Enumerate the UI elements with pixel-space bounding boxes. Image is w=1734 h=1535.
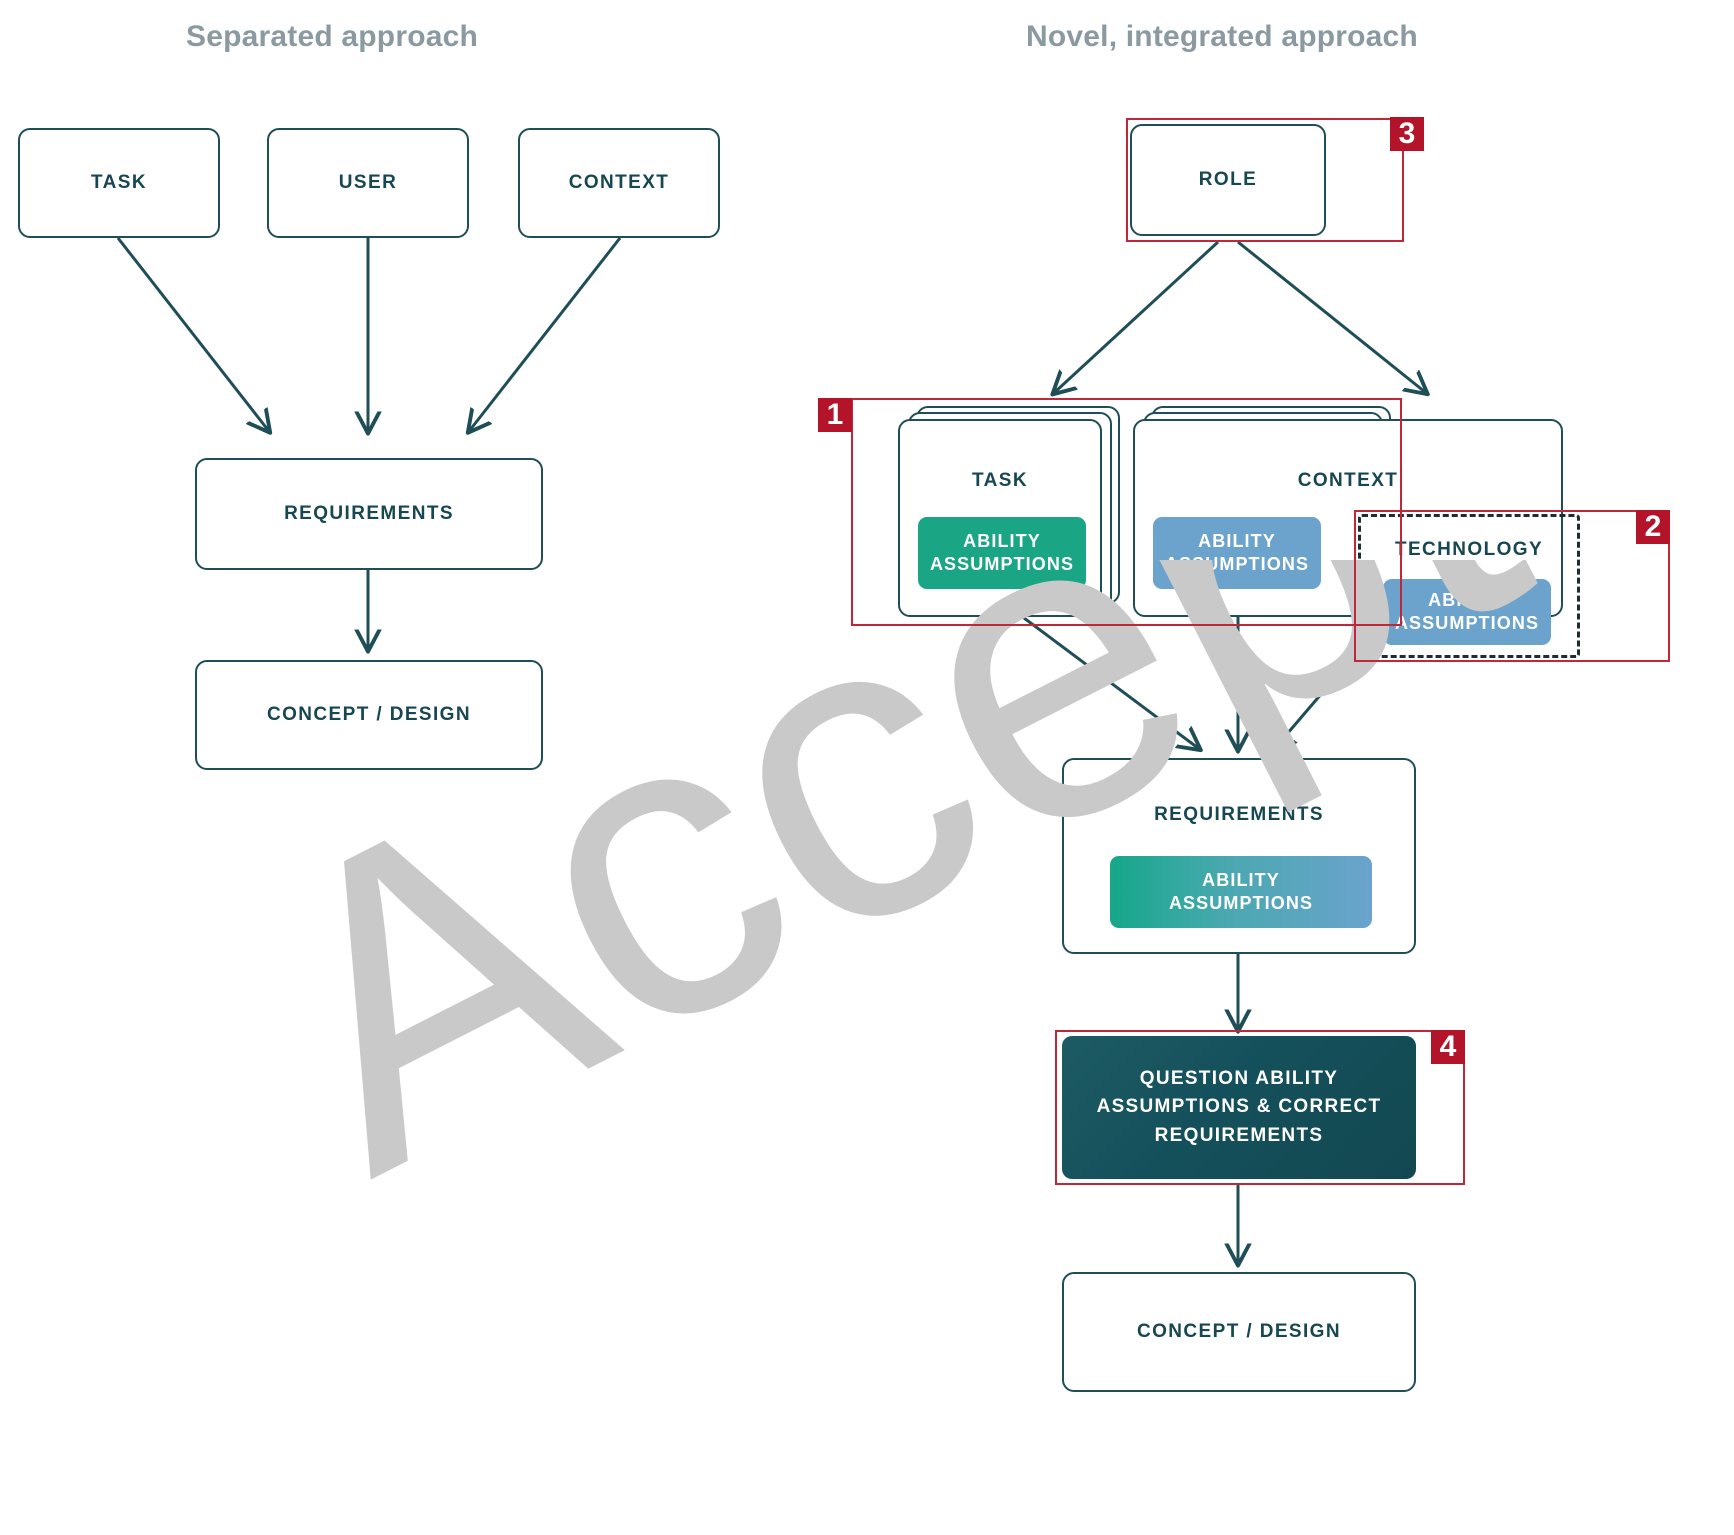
- arrow-task-to-requirements-2: [1019, 613, 1198, 748]
- technology-ability-assumptions-pill: ABILITY ASSUMPTIONS: [1383, 579, 1551, 645]
- node-requirements-left: REQUIREMENTS: [195, 458, 543, 570]
- annotation-badge-2: 2: [1636, 510, 1670, 544]
- task-pill-line2: ASSUMPTIONS: [929, 554, 1075, 574]
- node-task-label: TASK: [91, 172, 147, 193]
- technology-pill-line2: ASSUMPTIONS: [1394, 613, 1540, 633]
- requirements-ability-assumptions-pill: ABILITY ASSUMPTIONS: [1110, 856, 1372, 928]
- node-concept-right: CONCEPT / DESIGN: [1062, 1272, 1416, 1392]
- technology-pill-line1: ABILITY: [1428, 589, 1506, 610]
- node-role-label: ROLE: [1198, 169, 1258, 190]
- context-card-title: CONTEXT: [1297, 470, 1399, 491]
- node-context: CONTEXT: [518, 128, 720, 238]
- node-user-label: USER: [338, 172, 398, 193]
- annotation-frame-3: [1126, 118, 1404, 242]
- context-pill-line2: ASSUMPTIONS: [1164, 554, 1310, 574]
- integrated-approach-title: Novel, integrated approach: [1026, 20, 1418, 53]
- task-card: TASK ABILITY ASSUMPTIONS: [898, 419, 1102, 617]
- technology-dashed-box: TECHNOLOGY ABILITY ASSUMPTIONS: [1358, 514, 1580, 658]
- node-requirements-right: REQUIREMENTS ABILITY ASSUMPTIONS: [1062, 758, 1416, 954]
- arrow-context-to-requirements: [470, 237, 622, 430]
- technology-title: TECHNOLOGY: [1394, 539, 1544, 560]
- task-ability-assumptions-pill: ABILITY ASSUMPTIONS: [918, 517, 1086, 589]
- context-ability-assumptions-pill: ABILITY ASSUMPTIONS: [1153, 517, 1321, 589]
- arrow-role-to-context: [1237, 240, 1425, 392]
- arrow-technology-to-requirements: [1275, 657, 1354, 748]
- question-box-line1: QUESTION ABILITY: [1139, 1068, 1339, 1090]
- question-ability-assumptions-box: QUESTION ABILITY ASSUMPTIONS & CORRECT R…: [1062, 1036, 1416, 1179]
- task-pill-line1: ABILITY: [963, 530, 1041, 551]
- annotation-badge-4: 4: [1431, 1030, 1465, 1064]
- node-concept-right-label: CONCEPT / DESIGN: [1137, 1321, 1341, 1342]
- context-pill-line1: ABILITY: [1198, 530, 1276, 551]
- node-concept-left-label: CONCEPT / DESIGN: [267, 704, 471, 725]
- arrow-task-to-requirements: [116, 237, 268, 430]
- separated-approach-title: Separated approach: [186, 20, 479, 53]
- node-requirements-right-label: REQUIREMENTS: [1154, 804, 1324, 825]
- annotation-badge-3: 3: [1390, 117, 1424, 151]
- requirements-pill-line2: ASSUMPTIONS: [1168, 893, 1314, 913]
- annotation-badge-1: 1: [818, 398, 852, 432]
- node-role: ROLE: [1130, 124, 1326, 236]
- requirements-pill-line1: ABILITY: [1202, 869, 1280, 890]
- annotation-frame-1: [851, 398, 1402, 626]
- node-task: TASK: [18, 128, 220, 238]
- annotation-frame-2: [1354, 510, 1670, 662]
- question-box-line2: ASSUMPTIONS & CORRECT: [1096, 1096, 1382, 1118]
- question-box-line3: REQUIREMENTS: [1154, 1124, 1324, 1146]
- arrow-role-to-task: [1055, 240, 1220, 392]
- task-card-title: TASK: [972, 470, 1028, 491]
- node-concept-left: CONCEPT / DESIGN: [195, 660, 543, 770]
- node-user: USER: [267, 128, 469, 238]
- annotation-frame-4: [1055, 1030, 1465, 1185]
- node-context-label: CONTEXT: [568, 172, 670, 193]
- node-requirements-left-label: REQUIREMENTS: [284, 503, 454, 524]
